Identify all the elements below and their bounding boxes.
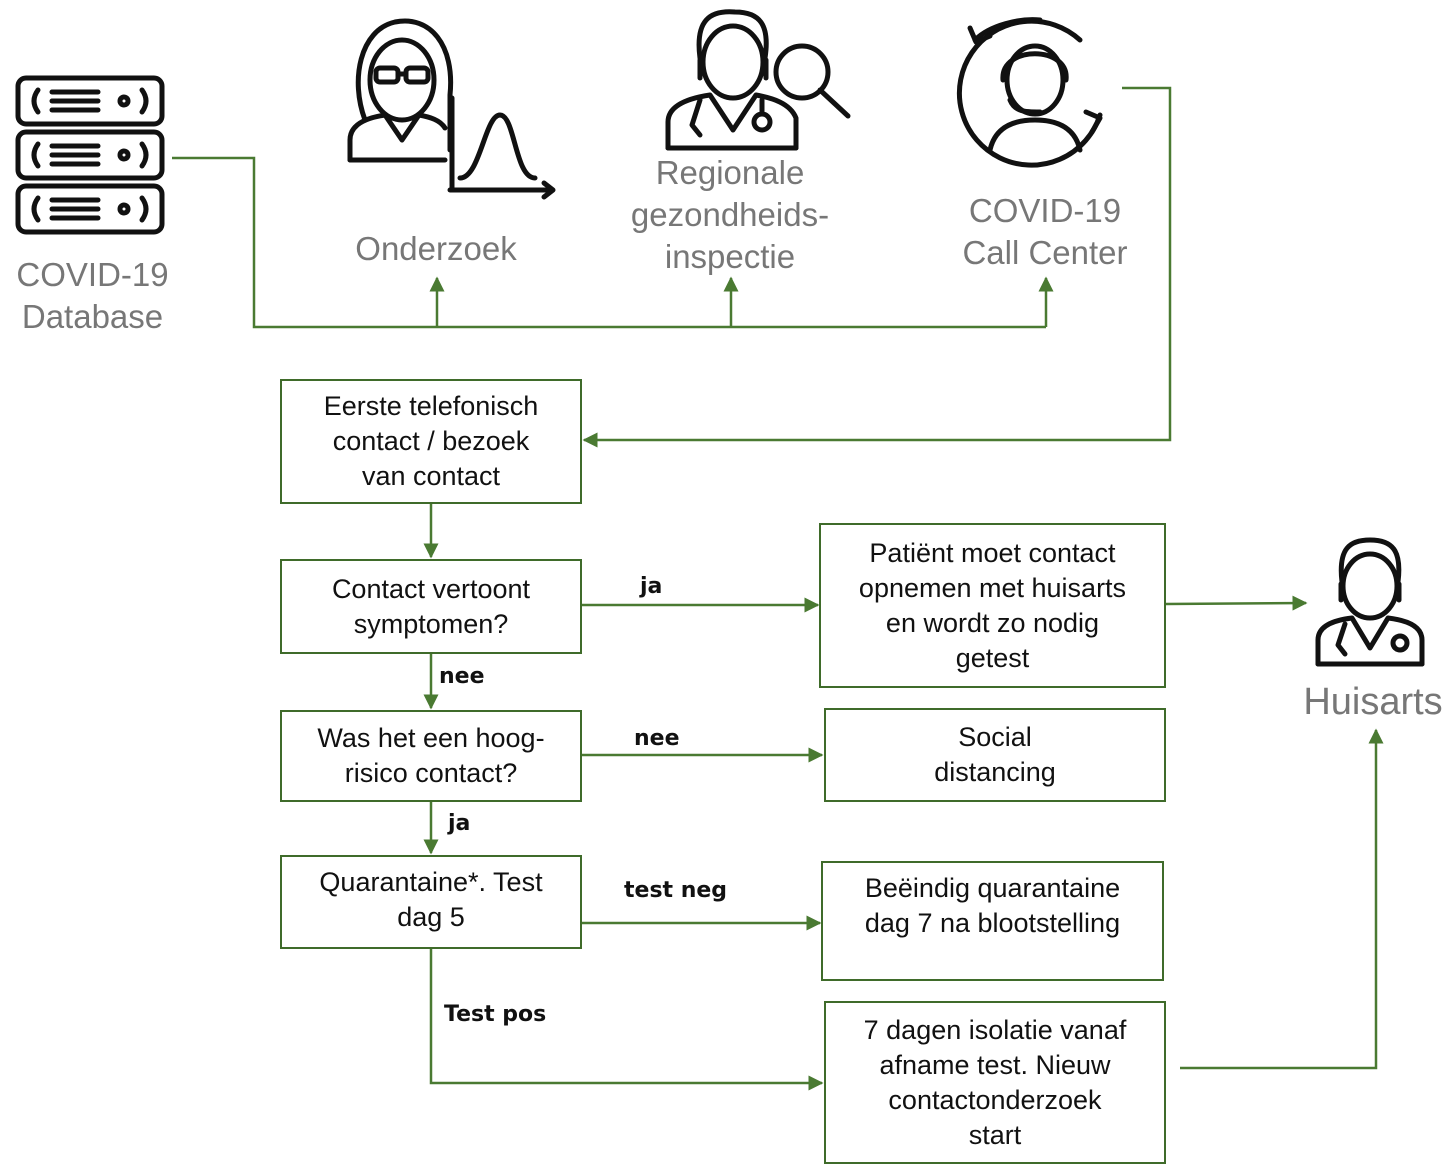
label-symptoms-no: nee xyxy=(439,664,485,689)
doctor-icon xyxy=(1315,537,1425,667)
gp-label: Huisarts xyxy=(1303,681,1443,723)
label-symptoms-yes: ja xyxy=(640,574,663,599)
symptoms-question-box: Contact vertoont symptomen? xyxy=(280,559,582,654)
call-center-to-first-contact xyxy=(582,86,1172,448)
server-stack-icon xyxy=(15,75,165,235)
researcher-chart-icon xyxy=(347,18,556,200)
isolation-box: 7 dagen isolatie vanaf afname test. Nieu… xyxy=(824,1001,1166,1164)
database-label: COVID-19 Database xyxy=(16,256,169,335)
research-label: Onderzoek xyxy=(355,230,517,267)
inspection-label: Regionale gezondheids- inspectie xyxy=(630,154,830,275)
label-test-neg: test neg xyxy=(624,878,728,903)
end-quarantine-box: Beëindig quarantaine dag 7 na blootstell… xyxy=(821,861,1164,981)
arrow-isolation-to-gp xyxy=(1180,728,1384,1070)
label-risk-no: nee xyxy=(634,726,680,751)
label-test-pos: Test pos xyxy=(444,1002,547,1027)
arrow-test-pos xyxy=(429,949,824,1091)
doctor-magnifier-icon xyxy=(665,9,851,151)
call-center-label: COVID-19 Call Center xyxy=(962,192,1128,271)
label-risk-yes: ja xyxy=(448,811,471,836)
contact-gp-box: Patiënt moet contact opnemen met huisart… xyxy=(819,523,1166,688)
quarantine-box: Quarantaine*. Test dag 5 xyxy=(280,855,582,949)
first-contact-box: Eerste telefonisch contact / bezoek van … xyxy=(280,379,582,504)
database-connector xyxy=(172,156,1046,329)
social-distancing-box: Social distancing xyxy=(824,708,1166,802)
arrow-contact-gp-to-gp xyxy=(1165,595,1308,611)
call-center-agent-icon xyxy=(956,17,1103,168)
high-risk-question-box: Was het een hoog- risico contact? xyxy=(280,710,582,802)
